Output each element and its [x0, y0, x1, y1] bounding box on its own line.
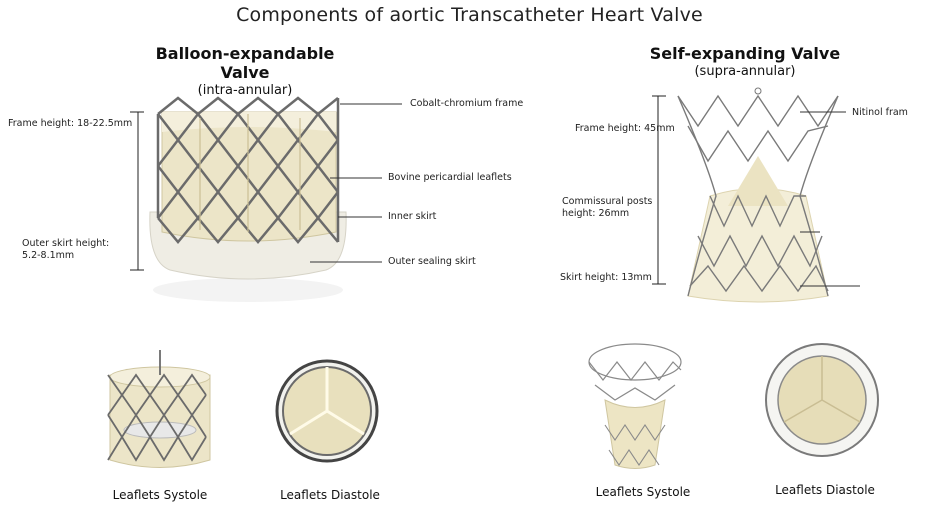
- self-expanding-diastole-caption: Leaflets Diastole: [760, 483, 890, 497]
- frame-height-label: Frame height: 18-22.5mm: [8, 118, 132, 130]
- balloon-expandable-valve-illustration: [140, 92, 360, 307]
- self-expanding-valve-subheading: (supra-annular): [640, 64, 850, 79]
- balloon-diastole-illustration: [272, 356, 382, 466]
- balloon-systole-illustration: [100, 345, 220, 480]
- commissural-posts-label-line1: Commissural posts: [562, 196, 652, 208]
- outer-skirt-height-label-line2: 5.2-8.1mm: [22, 250, 74, 262]
- balloon-diastole-caption: Leaflets Diastole: [265, 488, 395, 502]
- self-expanding-valve-heading: Self-expanding Valve: [640, 44, 850, 63]
- self-expanding-systole-illustration: [575, 340, 695, 480]
- inner-skirt-label: Inner skirt: [388, 211, 436, 223]
- self-expanding-valve-heading-block: Self-expanding Valve (supra-annular): [640, 44, 850, 79]
- outer-sealing-skirt-label: Outer sealing skirt: [388, 256, 476, 268]
- self-expanding-frame-height-label: Frame height: 45mm: [575, 123, 675, 135]
- frame-height-bracket: [130, 112, 150, 292]
- balloon-valve-heading-block: Balloon-expandable Valve (intra-annular): [140, 44, 350, 98]
- outer-skirt-height-label-line1: Outer skirt height:: [22, 238, 109, 250]
- figure-title: Components of aortic Transcatheter Heart…: [0, 4, 939, 26]
- balloon-systole-caption: Leaflets Systole: [95, 488, 225, 502]
- bovine-pericardial-leaflets-label: Bovine pericardial leaflets: [388, 172, 512, 184]
- skirt-height-label: Skirt height: 13mm: [560, 272, 652, 284]
- balloon-valve-heading: Balloon-expandable Valve: [140, 44, 350, 82]
- self-expanding-diastole-illustration: [762, 340, 882, 460]
- commissural-posts-label-line2: height: 26mm: [562, 208, 629, 220]
- cobalt-chromium-frame-label: Cobalt-chromium frame: [410, 98, 523, 110]
- self-expanding-leader-lines: [800, 96, 920, 296]
- self-expanding-systole-caption: Leaflets Systole: [578, 485, 708, 499]
